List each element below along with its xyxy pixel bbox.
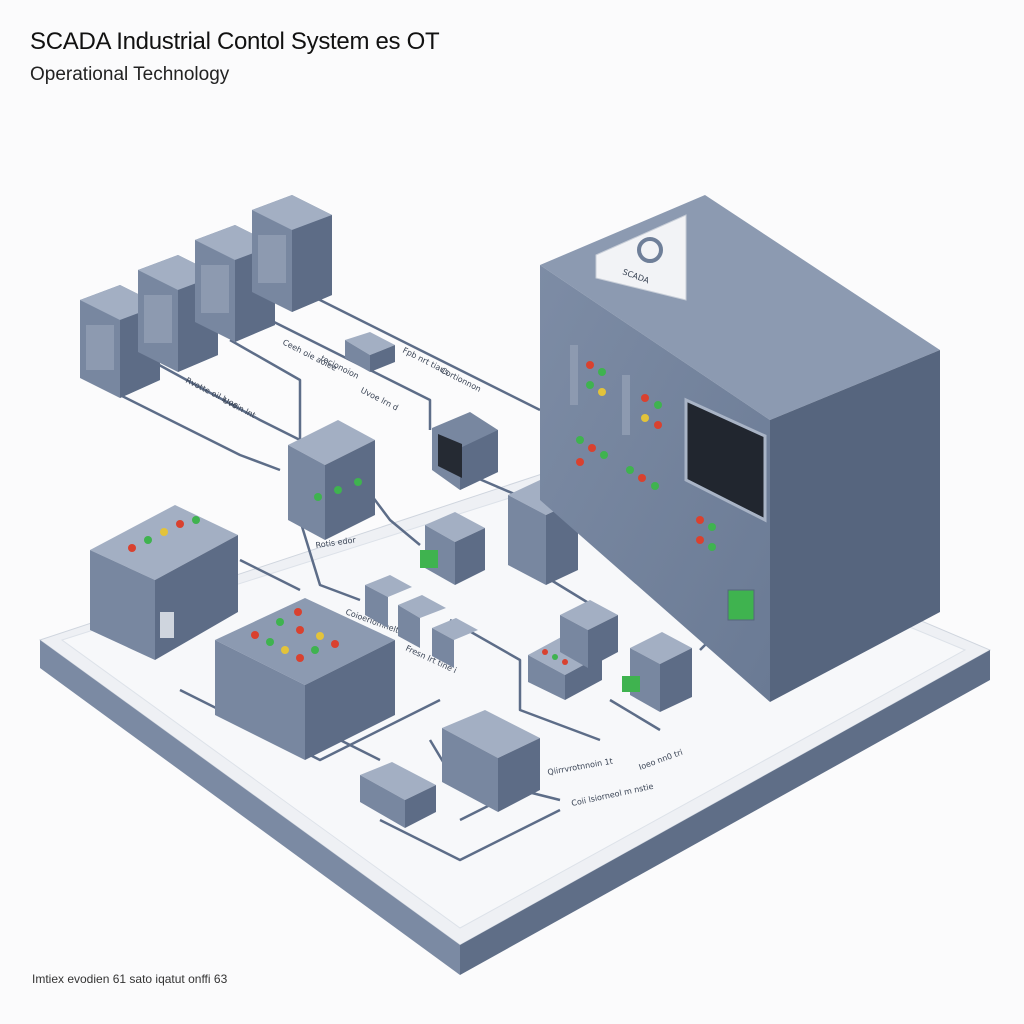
title-block: SCADA Industrial Contol System es OT Ope… xyxy=(30,28,440,86)
page-subtitle: Operational Technology xyxy=(30,64,230,85)
plc-rack-row xyxy=(80,195,332,398)
page-title: SCADA Industrial Contol System es OT xyxy=(30,28,440,55)
board-right-side xyxy=(460,650,990,975)
network-switch xyxy=(288,420,375,540)
plc-rack xyxy=(252,195,332,312)
board-left-side xyxy=(40,640,460,975)
cabinet-side xyxy=(770,350,940,702)
status-led xyxy=(354,478,362,486)
wire-label: Uvoin lnt xyxy=(221,396,257,420)
hmi-monitor-small xyxy=(432,412,498,490)
cabinet-logo-icon xyxy=(637,237,663,263)
scada-cabinet: SCADA xyxy=(540,195,940,702)
control-panel-box xyxy=(215,598,395,760)
status-led xyxy=(314,493,322,501)
footer-caption: Imtiex evodien 61 sato iqatut onffi 63 xyxy=(32,972,228,986)
cabinet-hmi-screen xyxy=(684,397,767,523)
wire-label: Uvoe lrn d xyxy=(359,386,400,413)
io-module-far-right xyxy=(622,632,692,712)
wire-label: Ceeh oie aolee xyxy=(281,338,338,373)
io-module-top xyxy=(345,332,395,372)
status-led xyxy=(334,486,342,494)
gateway-device xyxy=(442,710,540,812)
terminal-strip xyxy=(360,762,436,828)
terminal-block-group xyxy=(365,575,478,668)
controller-unit xyxy=(90,505,238,660)
relay-module xyxy=(420,512,485,585)
io-module-right xyxy=(560,600,618,668)
